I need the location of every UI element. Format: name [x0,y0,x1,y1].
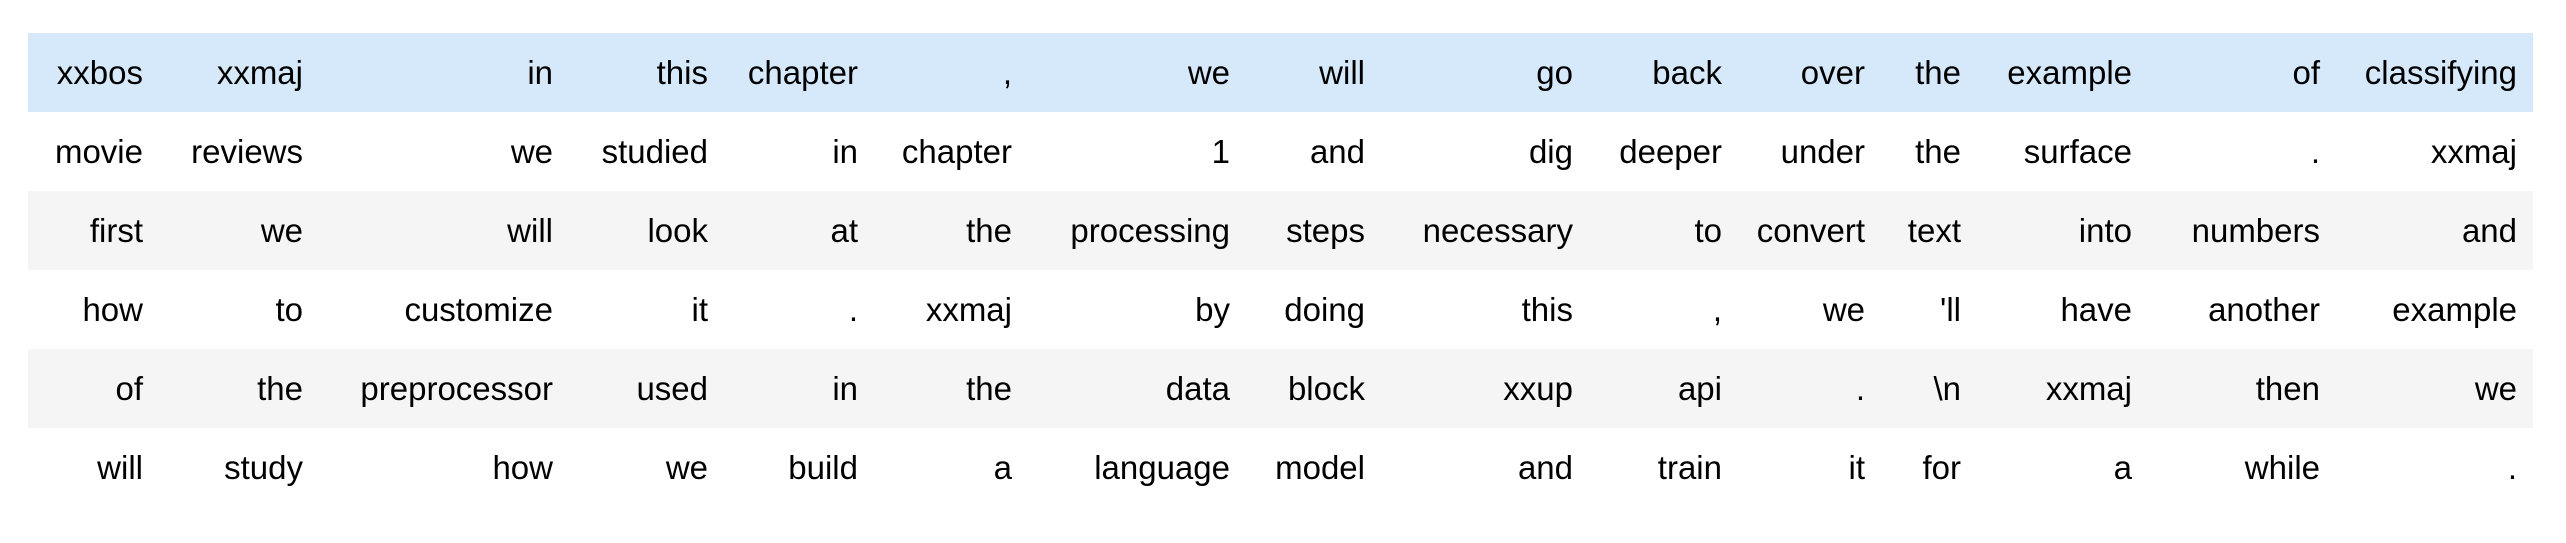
token-cell: used [569,349,724,428]
token-cell: by [1195,290,1230,328]
token-cell: xxmaj [2430,132,2517,170]
token-cell: we [1822,290,1865,328]
token-cell: text [1881,191,1977,270]
token-cell: 1 [1211,132,1230,170]
token-cell: over [1738,33,1881,112]
token-cell: necessary [1381,191,1589,270]
token-cell: xxmaj [1977,349,2148,428]
token-cell: another [2208,290,2320,328]
token-cell: steps [1246,191,1381,270]
token-cell: a [2113,448,2132,486]
token-cell: we [159,191,319,270]
token-cell: will [1246,33,1381,112]
token-cell: convert [1738,191,1881,270]
token-cell: xxmaj [925,290,1012,328]
token-cell: the [159,349,319,428]
token-cell: xxbos [28,33,159,112]
token-cell: example [2392,290,2517,328]
token-cell: first [28,191,159,270]
token-cell: customize [404,290,553,328]
token-cell: to [275,290,303,328]
token-cell: under [1780,132,1865,170]
token-cell: have [2060,290,2132,328]
token-cell: into [1977,191,2148,270]
token-cell: for [1922,448,1961,486]
token-cell: this [1521,290,1573,328]
token-cell: chapter [724,33,874,112]
token-cell: in [724,349,874,428]
token-cell: , [1712,290,1722,328]
token-cell: chapter [901,132,1012,170]
token-cell: will [319,191,569,270]
token-cell: api [1589,349,1738,428]
token-cell: look [569,191,724,270]
token-cell: train [1657,448,1722,486]
token-cell: study [224,448,303,486]
token-cell: data [1028,349,1246,428]
token-cell: preprocessor [319,349,569,428]
token-cell: model [1275,448,1365,486]
token-cell: numbers [2148,191,2336,270]
token-cell: . [848,290,858,328]
token-cell: , [874,33,1028,112]
token-cell: . [2310,132,2320,170]
token-cell: reviews [191,132,303,170]
table-row: will study how we build a language model and trai… [28,428,2533,507]
token-cell: in [319,33,569,112]
token-cell: to [1589,191,1738,270]
token-cell: doing [1284,290,1365,328]
token-cell: this [569,33,724,112]
token-cell: the [874,349,1028,428]
token-cell: we [510,132,553,170]
token-cell: will [97,448,143,486]
token-cell: surface [2023,132,2132,170]
token-cell: xxmaj [159,33,319,112]
token-cell: xxup [1381,349,1589,428]
token-cell: the [1881,33,1977,112]
token-cell: block [1246,349,1381,428]
table-row: movie reviews we studied in chapter 1 and dig dee… [28,112,2533,191]
token-cell: of [28,349,159,428]
token-cell: deeper [1619,132,1722,170]
token-cell: studied [601,132,708,170]
token-cell: the [874,191,1028,270]
token-cell: . [2507,448,2517,486]
token-cell: of [2148,33,2336,112]
token-cell: in [832,132,858,170]
token-cell: how [492,448,553,486]
token-cell: and [2336,191,2533,270]
token-cell: at [724,191,874,270]
token-cell: and [1517,448,1573,486]
token-cell: a [993,448,1012,486]
token-cell: and [1309,132,1365,170]
token-cell: example [1977,33,2148,112]
token-cell: while [2244,448,2320,486]
token-cell: 'll [1940,290,1961,328]
token-cell: it [691,290,709,328]
token-cell: we [2336,349,2533,428]
table-row: how to customize it. xxmaj by doing this, we 'll h… [28,270,2533,349]
token-cell: then [2148,349,2336,428]
token-cell: movie [54,132,143,170]
token-cell: dig [1528,132,1573,170]
token-cell: it [1848,448,1866,486]
token-cell: language [1094,448,1230,486]
token-cell: go [1381,33,1589,112]
token-cell: \n [1881,349,1977,428]
token-cell: we [665,448,708,486]
token-cell: classifying [2336,33,2533,112]
token-cell: how [82,290,143,328]
token-cell: we [1028,33,1246,112]
token-cell: . [1738,349,1881,428]
token-cell: back [1589,33,1738,112]
token-cell: processing [1028,191,1246,270]
token-cell: the [1915,132,1961,170]
token-cell: build [788,448,858,486]
